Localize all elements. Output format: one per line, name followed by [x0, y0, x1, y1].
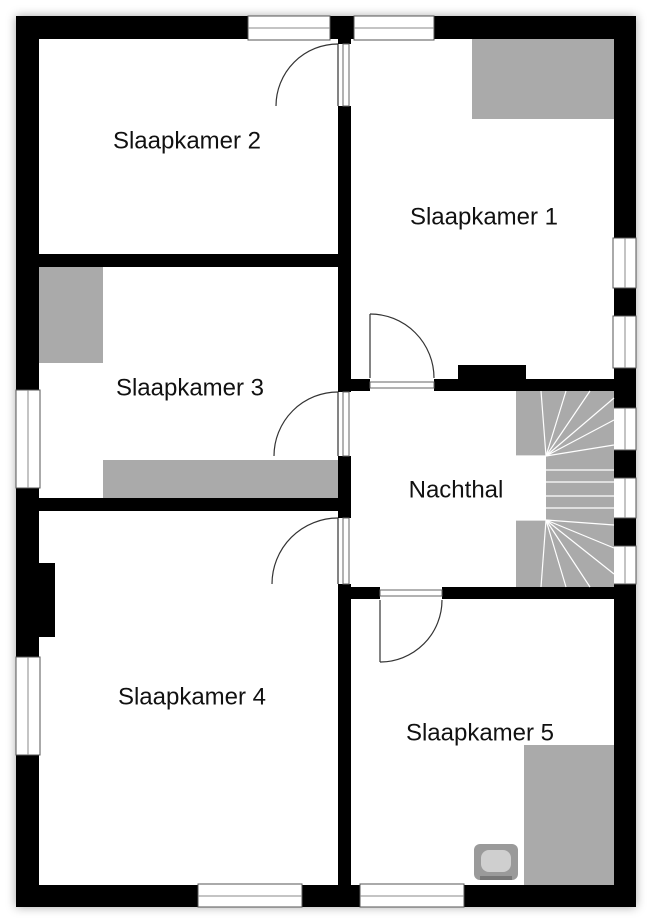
room-label-nachthal: Nachthal — [409, 476, 504, 503]
room-label-slaapkamer-1: Slaapkamer 1 — [410, 203, 558, 230]
radiator-slaapkamer-1 — [458, 365, 526, 380]
room-floors — [39, 39, 614, 885]
floor-slaapkamer-2 — [39, 39, 338, 254]
room-label-slaapkamer-3: Slaapkamer 3 — [116, 374, 264, 401]
window-glazing-lines — [27, 27, 626, 897]
wardrobe-slaapkamer-3 — [39, 267, 103, 363]
stair-treads — [516, 390, 615, 588]
room-label-slaapkamer-2: Slaapkamer 2 — [113, 127, 261, 154]
staircase — [516, 390, 615, 588]
wardrobe-slaapkamer-5 — [524, 745, 614, 885]
bench-slaapkamer-3 — [103, 460, 338, 498]
door-frames — [342, 43, 443, 597]
wardrobe-slaapkamer-1 — [472, 39, 614, 119]
sink-icon — [474, 844, 518, 880]
furniture — [39, 39, 614, 885]
floor-slaapkamer-4 — [39, 511, 338, 885]
door-swings — [271, 43, 443, 663]
room-label-slaapkamer-4: Slaapkamer 4 — [118, 683, 266, 710]
chimney-slaapkamer-4 — [39, 563, 55, 637]
room-label-slaapkamer-5: Slaapkamer 5 — [406, 719, 554, 746]
